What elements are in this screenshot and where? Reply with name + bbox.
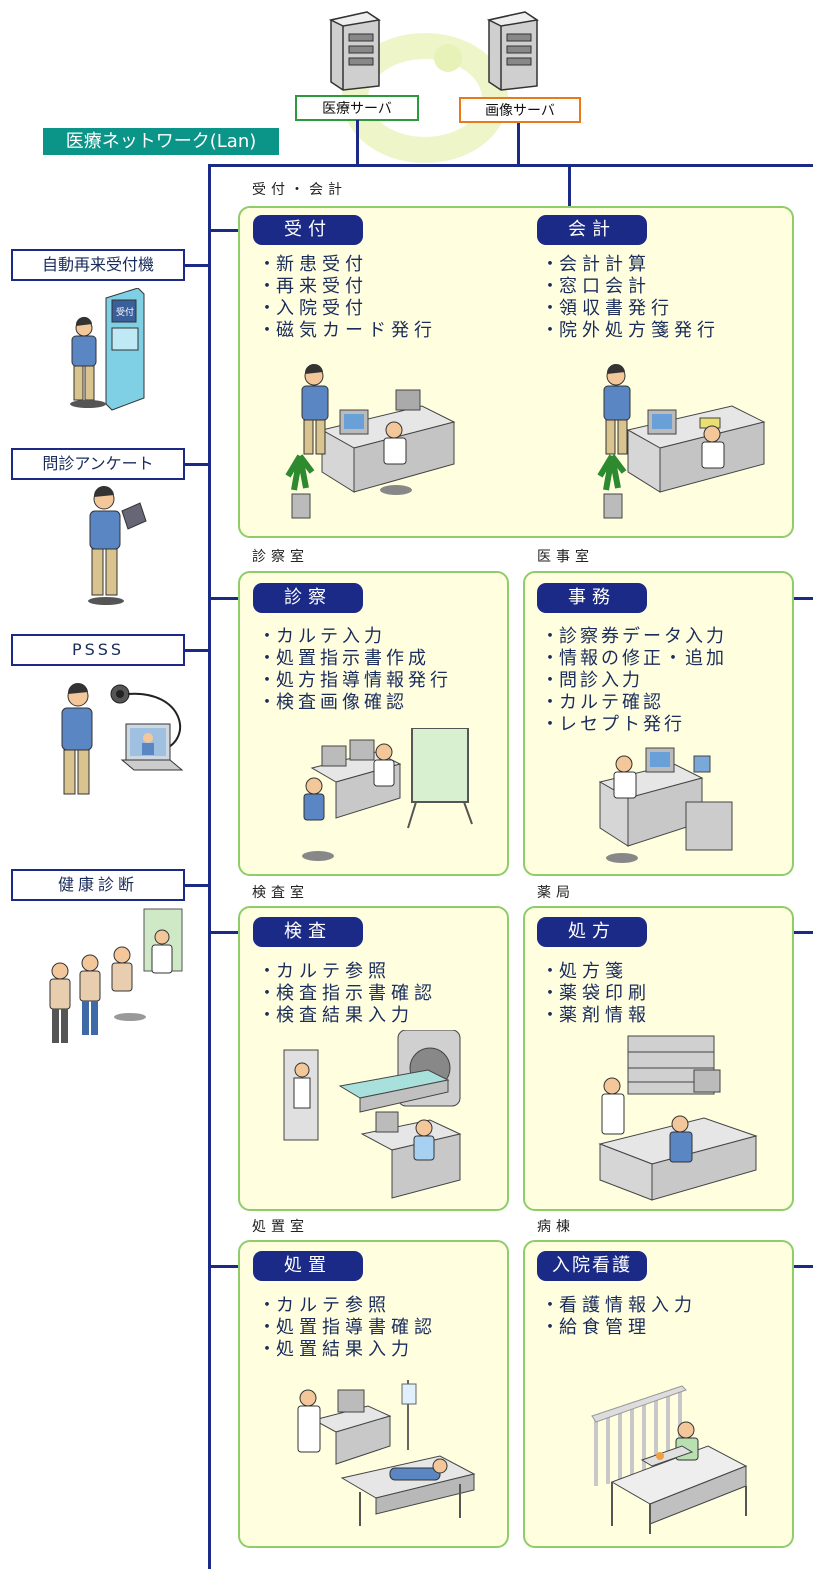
health-check-illustration: [49, 908, 183, 1043]
list-item: カルテ参照: [258, 961, 437, 983]
list-item: 処方指導情報発行: [258, 670, 452, 692]
list-item: 薬袋印刷: [541, 983, 651, 1005]
network-backbone-left: [208, 164, 211, 1569]
branch-device-3: [185, 649, 209, 652]
list-item: カルテ参照: [258, 1295, 437, 1317]
kaikei-uplink: [568, 164, 571, 216]
room-label-pharmacy: 薬局: [537, 885, 575, 901]
image-server-label: 画像サーバ: [459, 97, 581, 123]
list-item: 検査指示書確認: [258, 983, 437, 1005]
network-label: 医療ネットワーク(Lan): [43, 128, 279, 155]
room-label-office: 医事室: [537, 549, 594, 565]
branch-device-4: [185, 884, 209, 887]
accounting-desk-illustration: [597, 363, 766, 519]
kiosk-sign-text: 受付: [116, 306, 134, 318]
treatment-room-illustration: [297, 1380, 476, 1526]
list-item: 会計計算: [541, 254, 720, 276]
badge-shochi: 処置: [253, 1251, 363, 1281]
network-backbone-top: [208, 164, 813, 167]
device-label-auto-reception: 自動再来受付機: [11, 249, 185, 281]
list-item: 新患受付: [258, 254, 437, 276]
list-shochi: カルテ参照 処置指導書確認 処置結果入力: [258, 1295, 437, 1361]
image-server-icon: [486, 11, 539, 91]
list-item: 問診入力: [541, 670, 727, 692]
list-item: 検査画像確認: [258, 692, 452, 714]
reception-desk-illustration: [285, 363, 456, 519]
branch-shinsatsu: [208, 597, 253, 600]
list-item: 院外処方箋発行: [541, 320, 720, 342]
room-label-lab: 検査室: [252, 885, 309, 901]
list-item: カルテ確認: [541, 692, 727, 714]
list-item: レセプト発行: [541, 714, 727, 736]
list-item: 処置指示書作成: [258, 648, 452, 670]
reception-kiosk-illustration: 受付: [70, 288, 145, 411]
exam-room-illustration: [302, 728, 473, 861]
list-item: 処方箋: [541, 961, 651, 983]
badge-jimu: 事務: [537, 583, 647, 613]
image-server-uplink: [517, 123, 520, 166]
room-label-treatment: 処置室: [252, 1219, 309, 1235]
medical-server-uplink: [356, 120, 359, 166]
video-consultation-illustration: [61, 682, 184, 795]
list-item: 検査結果入力: [258, 1005, 437, 1027]
panel-exam: [238, 571, 509, 876]
panel-lab: [238, 906, 509, 1211]
list-item: 薬剤情報: [541, 1005, 651, 1027]
branch-device-2: [185, 463, 209, 466]
lab-room-illustration: [283, 1030, 462, 1199]
list-shinsatsu: カルテ入力 処置指示書作成 処方指導情報発行 検査画像確認: [258, 626, 452, 714]
tablet-questionnaire-illustration: [88, 485, 147, 605]
medical-server-label: 医療サーバ: [295, 95, 419, 121]
badge-shinsatsu: 診察: [253, 583, 363, 613]
medical-server-icon: [328, 11, 381, 91]
list-item: 看護情報入力: [541, 1295, 697, 1317]
list-kensa: カルテ参照 検査指示書確認 検査結果入力: [258, 961, 437, 1027]
pharmacy-illustration: [598, 1035, 758, 1201]
room-label-reception: 受付・会計: [252, 182, 347, 198]
list-item: 給食管理: [541, 1317, 697, 1339]
list-item: 再来受付: [258, 276, 437, 298]
list-item: 処置指導書確認: [258, 1317, 437, 1339]
list-item: 窓口会計: [541, 276, 720, 298]
list-jimu: 診察券データ入力 情報の修正・追加 問診入力 カルテ確認 レセプト発行: [541, 626, 727, 736]
badge-kaikei: 会計: [537, 215, 647, 245]
branch-kensa: [208, 931, 253, 934]
badge-uketsuke: 受付: [253, 215, 363, 245]
device-label-health-check: 健康診断: [11, 869, 185, 901]
list-item: 診察券データ入力: [541, 626, 727, 648]
list-item: 処置結果入力: [258, 1339, 437, 1361]
badge-shohou: 処方: [537, 917, 647, 947]
list-shohou: 処方箋 薬袋印刷 薬剤情報: [541, 961, 651, 1027]
device-label-psss: PSSS: [11, 634, 185, 666]
room-label-ward: 病棟: [537, 1219, 575, 1235]
office-room-illustration: [598, 747, 733, 863]
list-item: カルテ入力: [258, 626, 452, 648]
device-label-questionnaire: 問診アンケート: [11, 448, 185, 480]
list-item: 入院受付: [258, 298, 437, 320]
room-label-exam: 診察室: [252, 549, 309, 565]
list-item: 磁気カード発行: [258, 320, 437, 342]
list-kaikei: 会計計算 窓口会計 領収書発行 院外処方箋発行: [541, 254, 720, 342]
branch-shochi: [208, 1265, 253, 1268]
badge-nyuin: 入院看護: [537, 1251, 647, 1281]
badge-kensa: 検査: [253, 917, 363, 947]
branch-device-1: [185, 264, 209, 267]
list-uketsuke: 新患受付 再来受付 入院受付 磁気カード発行: [258, 254, 437, 342]
branch-uketsuke: [208, 229, 253, 232]
ward-bed-illustration: [591, 1385, 748, 1534]
list-item: 情報の修正・追加: [541, 648, 727, 670]
list-nyuin: 看護情報入力 給食管理: [541, 1295, 697, 1339]
list-item: 領収書発行: [541, 298, 720, 320]
